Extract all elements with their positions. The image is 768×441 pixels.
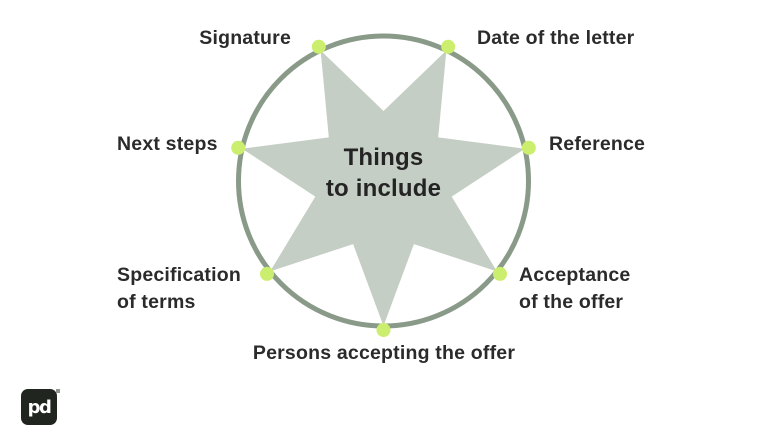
center-title-line1: Things <box>343 144 424 171</box>
node-dot-reference <box>521 140 536 155</box>
label-reference: Reference <box>549 133 646 155</box>
node-dot-persons-accepting-the-offer <box>376 323 391 337</box>
logo-trademark-mark <box>56 389 60 393</box>
label-persons-accepting-the-offer: Persons accepting the offer <box>252 342 516 364</box>
label-date-of-the-letter: Date of the letter <box>477 27 635 49</box>
label-acceptance-of-the-offer: Acceptance of the offer <box>519 264 631 313</box>
node-dot-date-of-the-letter <box>441 39 456 54</box>
pandadoc-logo-text: pd <box>27 396 52 418</box>
label-specification-of-terms: Specification of terms <box>117 264 241 313</box>
center-title: Things to include <box>263 142 504 204</box>
center-title-line2: to include <box>325 175 442 202</box>
seven-point-star <box>242 50 525 327</box>
label-next-steps: Next steps <box>117 133 218 155</box>
label-signature: Signature <box>199 27 291 49</box>
node-dot-specification-of-terms <box>260 266 274 281</box>
pandadoc-logo: pd <box>21 389 57 425</box>
node-dot-signature <box>311 39 326 54</box>
node-dot-next-steps <box>231 140 246 155</box>
node-dot-acceptance-of-the-offer <box>493 266 507 281</box>
